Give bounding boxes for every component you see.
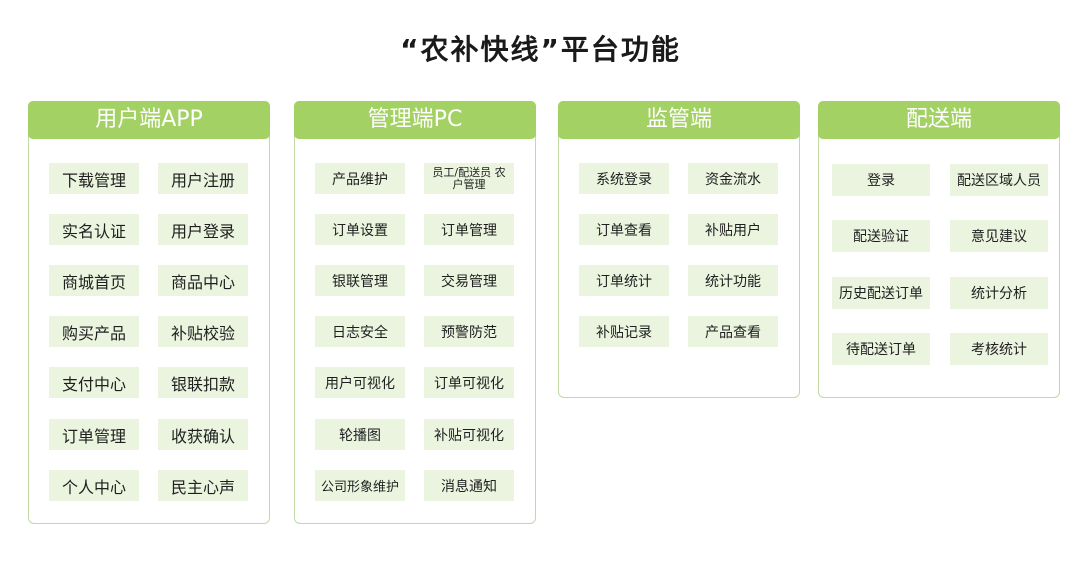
monitor-item-order-view: 订单查看 [579,214,669,245]
admin-pc-panel-header: 管理端PC [294,101,536,139]
user-item-mall-home: 商城首页 [49,265,139,296]
admin-item-carousel: 轮播图 [315,419,405,450]
delivery-item-delivery-verification: 配送验证 [832,220,930,252]
delivery-item-area-personnel: 配送区域人员 [950,164,1048,196]
admin-item-staff-farmer-label: 员工/配送员 农户管理 [432,165,506,191]
user-item-download-management: 下载管理 [49,163,139,194]
admin-item-user-visualization: 用户可视化 [315,367,405,398]
user-item-personal-center: 个人中心 [49,470,139,501]
delivery-item-statistical-analysis: 统计分析 [950,277,1048,309]
monitor-panel-header: 监管端 [558,101,800,139]
monitor-item-subsidy-users: 补贴用户 [688,214,778,245]
admin-item-early-warning: 预警防范 [424,316,514,347]
monitor-item-fund-flow: 资金流水 [688,163,778,194]
admin-item-transaction-management: 交易管理 [424,265,514,296]
admin-item-order-settings: 订单设置 [315,214,405,245]
admin-item-unionpay-management: 银联管理 [315,265,405,296]
admin-item-company-image: 公司形象维护 [315,470,405,501]
admin-item-staff-farmer-management: 员工/配送员 农户管理 [424,163,514,194]
monitor-panel: 监管端 [558,101,800,398]
user-item-real-name-auth: 实名认证 [49,214,139,245]
delivery-item-assessment-statistics: 考核统计 [950,333,1048,365]
delivery-panel-header: 配送端 [818,101,1060,139]
admin-item-product-maintenance: 产品维护 [315,163,405,194]
monitor-item-product-view: 产品查看 [688,316,778,347]
user-item-registration: 用户注册 [158,163,248,194]
delivery-item-suggestions: 意见建议 [950,220,1048,252]
admin-item-order-management: 订单管理 [424,214,514,245]
delivery-item-history-orders: 历史配送订单 [832,277,930,309]
monitor-item-order-statistics: 订单统计 [579,265,669,296]
user-item-login: 用户登录 [158,214,248,245]
user-item-order-management: 订单管理 [49,419,139,450]
page-title: “农补快线”平台功能 [400,33,681,66]
user-item-product-center: 商品中心 [158,265,248,296]
user-app-panel-header: 用户端APP [28,101,270,139]
user-item-receipt-confirm: 收获确认 [158,419,248,450]
monitor-item-system-login: 系统登录 [579,163,669,194]
user-item-unionpay-deduction: 银联扣款 [158,367,248,398]
monitor-item-statistics-function: 统计功能 [688,265,778,296]
user-item-public-voice: 民主心声 [158,470,248,501]
admin-item-order-visualization: 订单可视化 [424,367,514,398]
user-item-subsidy-check: 补贴校验 [158,316,248,347]
admin-item-log-security: 日志安全 [315,316,405,347]
delivery-item-login: 登录 [832,164,930,196]
user-item-buy-product: 购买产品 [49,316,139,347]
user-item-payment-center: 支付中心 [49,367,139,398]
admin-item-message-notification: 消息通知 [424,470,514,501]
admin-item-subsidy-visualization: 补贴可视化 [424,419,514,450]
delivery-item-pending-orders: 待配送订单 [832,333,930,365]
monitor-item-subsidy-records: 补贴记录 [579,316,669,347]
